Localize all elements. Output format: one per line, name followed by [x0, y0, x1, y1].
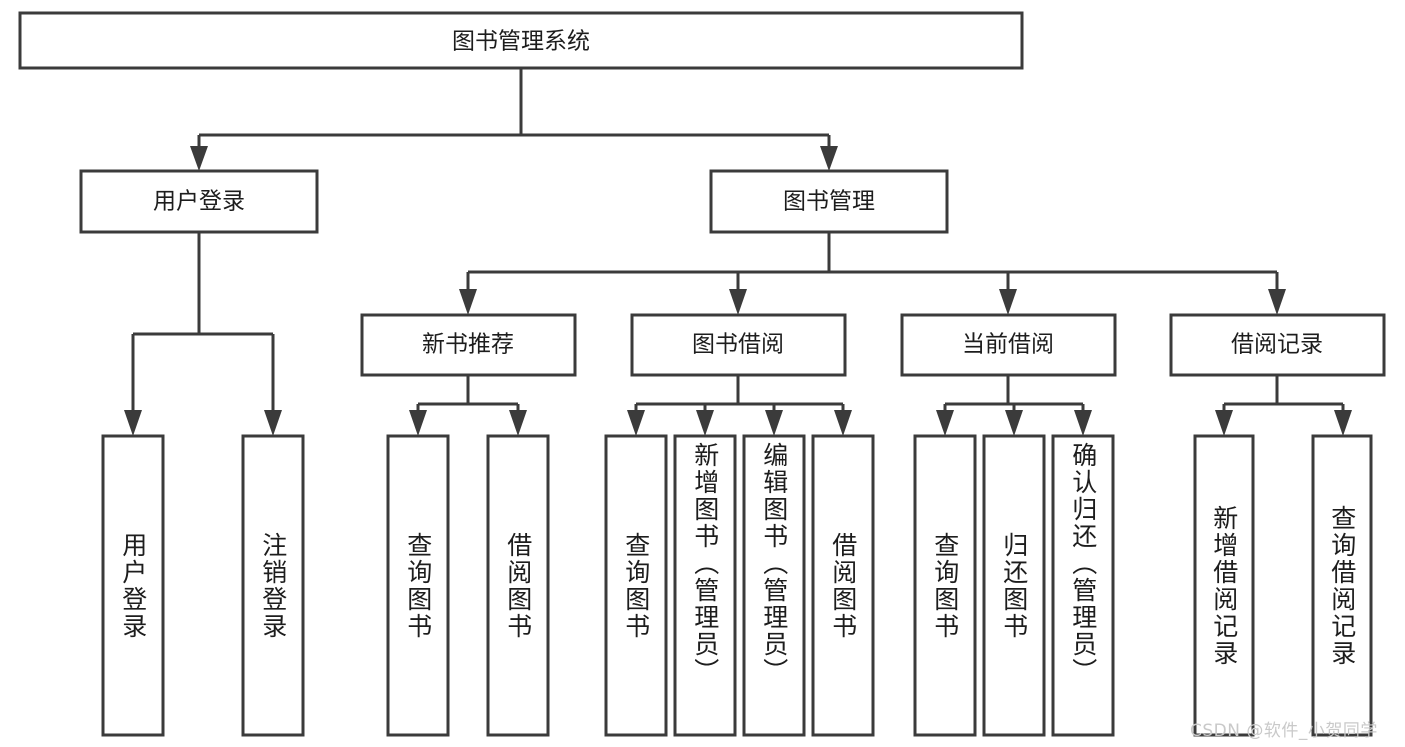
arrow-head-current-3 [1074, 410, 1092, 436]
arrow-head-level3-3 [999, 289, 1017, 315]
arrow-head-borrow-4 [834, 410, 852, 436]
leaf-box-recommend-2[interactable] [486, 434, 550, 737]
arrow-head-records-1 [1215, 410, 1233, 436]
leaf-box-current-2[interactable] [982, 434, 1046, 737]
node-book-manage-box[interactable] [709, 169, 949, 234]
node-new-book-recommend-box[interactable] [360, 313, 577, 377]
leaf-box-borrow-2[interactable] [673, 434, 737, 737]
leaf-box-current-3[interactable] [1051, 434, 1115, 737]
node-current-borrow-label: 当前借阅 [962, 332, 1054, 358]
arrow-head-records-2 [1334, 410, 1352, 436]
node-user-login-label: 用户登录 [153, 189, 245, 215]
node-new-book-recommend[interactable]: 新书推荐 [360, 313, 577, 377]
arrow-head-book-manage [820, 146, 838, 171]
node-borrow-records-label: 借阅记录 [1231, 332, 1323, 358]
leaf-box-user-login-1[interactable] [101, 434, 165, 737]
node-book-manage-label: 图书管理 [783, 189, 875, 215]
node-root[interactable]: 图书管理系统 [18, 11, 1024, 70]
node-book-borrow-label: 图书借阅 [692, 332, 784, 358]
node-root-label: 图书管理系统 [452, 29, 590, 55]
leaf-box-records-1[interactable] [1193, 434, 1255, 737]
leaf-box-borrow-4[interactable] [811, 434, 875, 737]
arrow-head-recommend-2 [509, 410, 527, 436]
node-current-borrow-box[interactable] [900, 313, 1117, 377]
leaf-box-borrow-1[interactable] [604, 434, 668, 737]
node-borrow-records[interactable]: 借阅记录 [1169, 313, 1386, 377]
connectors [124, 68, 1352, 436]
csdn-watermark: CSDN @软件_小贺同学 [1190, 721, 1378, 741]
arrow-head-recommend-1 [409, 410, 427, 436]
leaf-box-current-1[interactable] [913, 434, 977, 737]
arrow-head-current-2 [1005, 410, 1023, 436]
leaf-boxes [101, 434, 1373, 737]
node-current-borrow[interactable]: 当前借阅 [900, 313, 1117, 377]
arrow-head-current-1 [936, 410, 954, 436]
node-new-book-recommend-label: 新书推荐 [422, 332, 514, 358]
arrow-head-borrow-3 [765, 410, 783, 436]
node-book-borrow-box[interactable] [630, 313, 847, 377]
arrow-head-level3-2 [729, 289, 747, 315]
node-borrow-records-box[interactable] [1169, 313, 1386, 377]
arrow-head-level3-4 [1268, 289, 1286, 315]
leaf-box-recommend-1[interactable] [386, 434, 450, 737]
arrow-head-borrow-2 [696, 410, 714, 436]
node-user-login[interactable]: 用户登录 [79, 169, 319, 234]
arrow-head-leaf-user-login-2 [264, 410, 282, 436]
leaf-box-records-2[interactable] [1311, 434, 1373, 737]
node-user-login-box[interactable] [79, 169, 319, 234]
node-book-borrow[interactable]: 图书借阅 [630, 313, 847, 377]
arrow-head-user-login [190, 146, 208, 171]
node-root-box[interactable] [18, 11, 1024, 70]
leaf-box-borrow-3[interactable] [742, 434, 806, 737]
leaf-box-user-login-2[interactable] [241, 434, 305, 737]
arrow-head-level3-1 [459, 289, 477, 315]
node-book-manage[interactable]: 图书管理 [709, 169, 949, 234]
arrow-head-leaf-user-login-1 [124, 410, 142, 436]
arrow-head-borrow-1 [627, 410, 645, 436]
